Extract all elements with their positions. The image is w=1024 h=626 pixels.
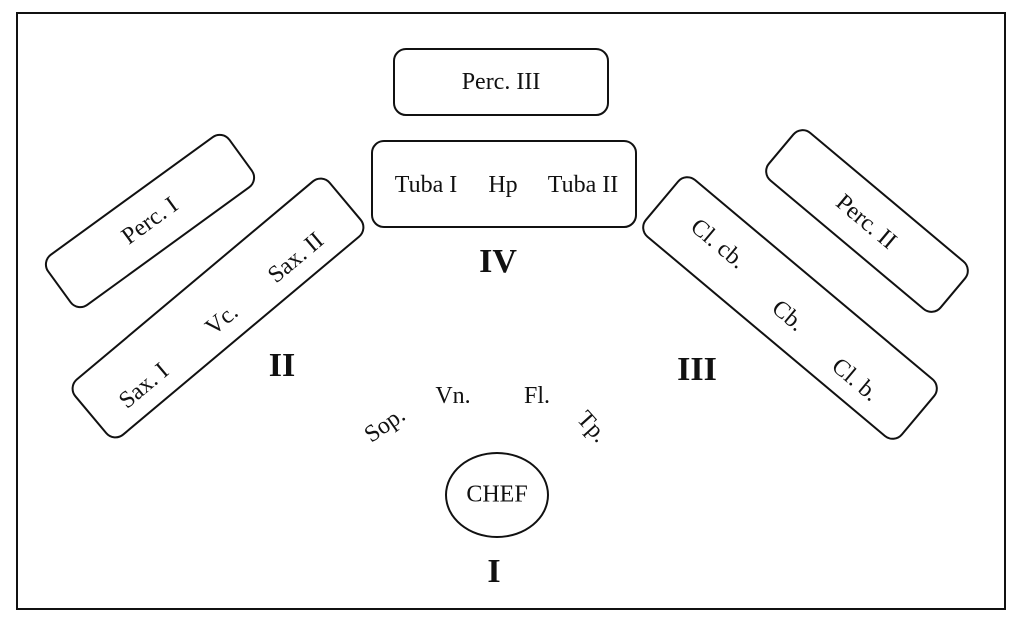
tuba-2-label: Tuba II (547, 172, 619, 198)
tuba-1-label: Tuba I (394, 172, 458, 198)
perc-3-box (393, 48, 609, 116)
perc-3-label: Perc. III (461, 69, 541, 95)
conductor-label: CHEF (466, 481, 528, 508)
group-2-numeral: II (268, 347, 296, 384)
group-4-numeral: IV (479, 243, 517, 280)
harp-label: Hp (488, 172, 518, 198)
diagram-frame (16, 12, 1006, 610)
violin-label: Vn. (435, 383, 471, 409)
group-1-numeral: I (487, 553, 501, 590)
conductor-circle (445, 452, 549, 538)
flute-label: Fl. (523, 383, 551, 409)
group-4-box (371, 140, 637, 228)
group-3-numeral: III (677, 351, 717, 388)
